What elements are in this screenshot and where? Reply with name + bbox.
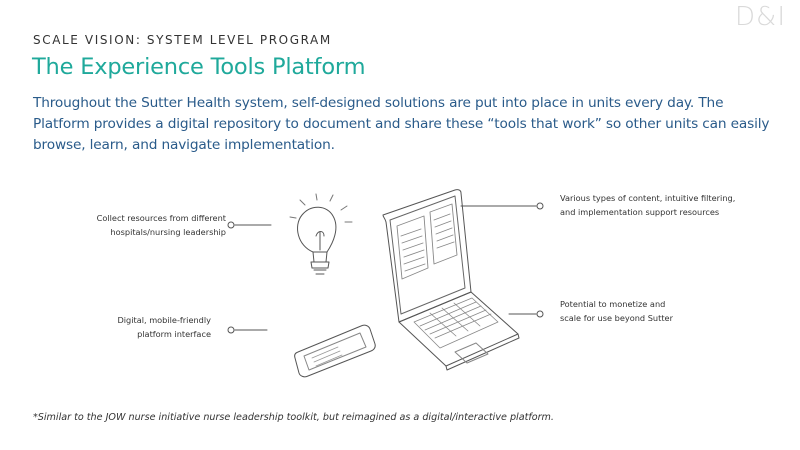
callout-monetize: Potential to monetize and scale for use … [560,297,790,325]
brand-mark-logo: D&I [735,2,786,32]
callout-line: Potential to monetize and [560,299,666,309]
connector-lines [234,205,537,331]
eyebrow-label: SCALE VISION: SYSTEM LEVEL PROGRAM [33,33,332,47]
smartphone-icon [294,324,376,378]
callout-content-types: Various types of content, intuitive filt… [560,191,790,219]
intro-paragraph: Throughout the Sutter Health system, sel… [33,95,770,153]
callout-line: hospitals/nursing leadership [110,227,226,237]
lightbulb-icon [289,193,353,275]
callout-line: Various types of content, intuitive filt… [560,193,736,203]
callout-collect-resources: Collect resources from different hospita… [20,211,226,239]
laptop-icon [382,189,520,371]
page-title: The Experience Tools Platform [32,54,366,80]
callout-line: and implementation support resources [560,207,720,217]
callout-digital-interface: Digital, mobile-friendly platform interf… [20,313,211,341]
callout-line: Digital, mobile-friendly [117,315,211,325]
footnote: *Similar to the JOW nurse initiative nur… [33,412,554,423]
callout-line: scale for use beyond Sutter [560,313,673,323]
callout-line: Collect resources from different [96,213,226,223]
callout-line: platform interface [137,329,211,339]
